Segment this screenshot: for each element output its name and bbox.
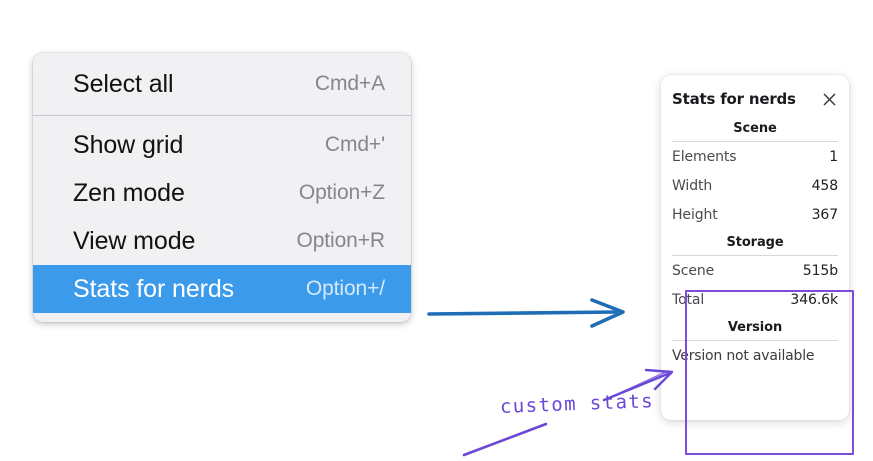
menu-item-shortcut: Option+R <box>296 229 385 252</box>
stats-section-scene: Scene Elements 1 Width 458 Height 367 <box>672 115 838 229</box>
menu-item-label: Show grid <box>73 130 184 159</box>
menu-item-stats-for-nerds[interactable]: Stats for nerds Option+/ <box>33 265 411 313</box>
section-heading-scene: Scene <box>733 121 777 136</box>
stats-panel-title: Stats for nerds <box>672 90 796 108</box>
menu-item-label: View mode <box>73 226 196 255</box>
stats-row-key: Height <box>672 206 718 223</box>
menu-item-shortcut: Option+/ <box>305 277 385 300</box>
stats-row-key: Width <box>672 177 713 194</box>
menu-item-shortcut: Cmd+' <box>324 133 385 156</box>
version-not-available-text: Version not available <box>672 348 815 364</box>
stats-row-value: 1 <box>829 148 838 165</box>
menu-item-view-mode[interactable]: View mode Option+R <box>33 217 411 265</box>
stats-for-nerds-panel: Stats for nerds Scene Elements 1 Width 4… <box>661 75 854 455</box>
stats-row-elements: Elements 1 <box>672 142 838 171</box>
menu-item-label: Select all <box>73 69 174 98</box>
section-heading-storage: Storage <box>726 235 784 250</box>
stats-row-value: 458 <box>811 177 839 194</box>
stats-row-value: 367 <box>811 206 839 223</box>
menu-item-label: Zen mode <box>73 178 185 207</box>
menu-item-label: Stats for nerds <box>73 274 235 303</box>
stats-row-value: 515b <box>802 262 838 279</box>
purple-underline-stroke <box>462 422 548 457</box>
menu-item-show-grid[interactable]: Show grid Cmd+' <box>33 121 411 169</box>
stats-row-key: Total <box>672 291 705 308</box>
stats-row-height: Height 367 <box>672 200 838 229</box>
section-divider <box>672 141 838 142</box>
stats-panel-body: Scene Elements 1 Width 458 Height 367 St… <box>672 115 854 455</box>
stats-panel-titlebar: Stats for nerds <box>672 87 838 111</box>
section-divider <box>672 255 838 256</box>
canvas-context-menu[interactable]: Select all Cmd+A Show grid Cmd+' Zen mod… <box>33 53 411 322</box>
stats-row-key: Scene <box>672 262 715 279</box>
stats-section-storage: Storage Scene 515b Total 346.6k <box>672 229 838 314</box>
menu-item-select-all[interactable]: Select all Cmd+A <box>33 60 411 108</box>
section-heading-version: Version <box>727 320 783 335</box>
stats-row-storage-scene: Scene 515b <box>672 256 838 285</box>
close-icon[interactable] <box>820 90 838 108</box>
stats-row-value: 346.6k <box>790 291 838 308</box>
stats-row-width: Width 458 <box>672 171 838 200</box>
stats-section-version: Version Version not available <box>672 314 838 371</box>
menu-item-shortcut: Cmd+A <box>314 72 385 95</box>
stats-row-key: Elements <box>672 148 737 165</box>
stats-row-storage-total: Total 346.6k <box>672 285 838 314</box>
blue-pointer-arrow <box>427 298 625 328</box>
annotation-label-custom-stats: custom stats <box>499 390 655 418</box>
menu-group-view: Show grid Cmd+' Zen mode Option+Z View m… <box>33 121 411 313</box>
menu-item-zen-mode[interactable]: Zen mode Option+Z <box>33 169 411 217</box>
menu-group-selection: Select all Cmd+A <box>33 60 411 108</box>
menu-separator <box>33 115 411 116</box>
menu-item-shortcut: Option+Z <box>298 181 385 204</box>
section-divider <box>672 340 838 341</box>
